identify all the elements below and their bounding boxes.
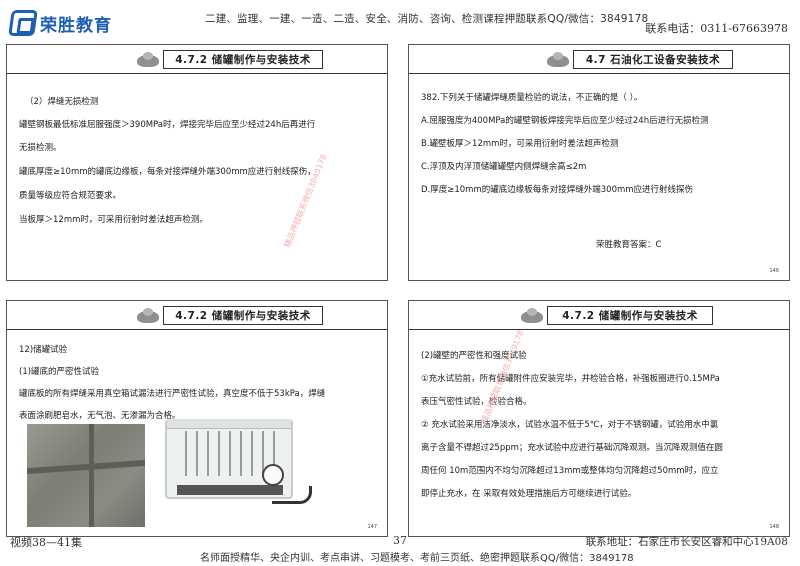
body-line: 质量等级应符合规范要求。 <box>19 191 122 201</box>
tank-bottom-weld-photo <box>27 424 145 527</box>
body-line: 罐底板的所有焊缝采用真空箱试漏法进行严密性试验，真空度不低于53kPa，焊缝 <box>19 389 326 399</box>
slide-top-left: 4.7.2 储罐制作与安装技术 （2）焊缝无损检测 罐壁钢板最低标准屈服强度＞3… <box>6 44 388 281</box>
slide-header: 4.7.2 储罐制作与安装技术 <box>521 306 713 325</box>
option-b: B.罐壁板厚＞12mm时，可采用衍射时差法超声检测 <box>421 139 619 149</box>
footer-address: 联系地址：石家庄市长安区睿和中心19A08 <box>585 536 788 548</box>
body-line: 罐壁钢板最低标准屈服强度＞390MPa时，焊接完毕后应至少经过24h后再进行 <box>19 120 316 130</box>
question-stem: 382.下列关于储罐焊缝质量检验的说法，不正确的是（ ）。 <box>421 93 643 103</box>
slide-title: 4.7.2 储罐制作与安装技术 <box>547 306 713 325</box>
header-phone: 联系电话：0311-67663978 <box>645 22 788 35</box>
slide-header: 4.7.2 储罐制作与安装技术 <box>137 50 323 69</box>
slide-title: 4.7.2 储罐制作与安装技术 <box>163 50 323 69</box>
body-line: 无损检测。 <box>19 143 62 153</box>
rock-icon <box>521 307 543 325</box>
pressure-gauge-icon <box>262 464 284 486</box>
body-line: 当板厚＞12mm时，可采用衍射时差法超声检测。 <box>19 215 208 225</box>
header-divider <box>7 329 387 330</box>
rock-icon <box>547 51 569 69</box>
slide-header: 4.7.2 储罐制作与安装技术 <box>137 306 323 325</box>
body-line: 离子含量不得超过25ppm；充水试验中应进行基础沉降观测。当沉降观测值在圆 <box>421 443 723 453</box>
footer-ad-text: 名师面授精华、央企内训、考点串讲、习题模考、考前三页纸、绝密押题联系QQ/微信：… <box>200 553 634 564</box>
hose-icon <box>272 486 312 504</box>
rock-icon <box>137 307 159 325</box>
slide-top-right: 4.7 石油化工设备安装技术 382.下列关于储罐焊缝质量检验的说法，不正确的是… <box>408 44 790 281</box>
page-number: 148 <box>769 524 779 530</box>
header-divider <box>409 73 789 74</box>
footer-video-range: 视频38—41集 <box>10 536 82 549</box>
header-divider <box>409 329 789 330</box>
body-line: (1)罐底的严密性试验 <box>19 367 100 377</box>
body-line: 12)储罐试验 <box>19 345 68 355</box>
slide-bottom-right: 4.7.2 储罐制作与安装技术 (2)罐壁的严密性和强度试验 ①充水试验前，所有… <box>408 300 790 537</box>
page-number: 146 <box>769 268 779 274</box>
body-line: （2）焊缝无损检测 <box>25 97 99 107</box>
body-line: (2)罐壁的严密性和强度试验 <box>421 351 527 361</box>
body-line: 表压气密性试验，检验合格。 <box>421 397 532 407</box>
logo-text: 荣胜教育 <box>40 15 112 36</box>
body-line: 罐底厚度≥10mm的罐底边缘板，每条对接焊缝外端300mm应进行射线探伤， <box>19 167 316 177</box>
logo: 荣胜教育 <box>8 8 112 38</box>
option-d: D.厚度≥10mm的罐底边缘板每条对接焊缝外端300mm应进行射线探伤 <box>421 185 694 195</box>
answer-text: 荣胜教育答案：C <box>596 240 662 250</box>
slide-title: 4.7 石油化工设备安装技术 <box>573 50 733 69</box>
header-divider <box>7 73 387 74</box>
body-line: 即停止充水，在 采取有效处理措施后方可继续进行试验。 <box>421 489 637 499</box>
body-line: 表面涂刷肥皂水，无气泡、无渗漏为合格。 <box>19 411 181 421</box>
page-number: 147 <box>367 524 377 530</box>
logo-mark-icon <box>8 10 38 36</box>
body-line: ② 充水试验采用洁净淡水，试验水温不低于5℃，对于不锈钢罐，试验用水中氯 <box>421 420 719 430</box>
header-ad-text: 二建、监理、一建、一造、二造、安全、消防、咨询、检测课程押题联系QQ/微信：38… <box>205 13 649 25</box>
rock-icon <box>137 51 159 69</box>
slide-bottom-left: 4.7.2 储罐制作与安装技术 12)储罐试验 (1)罐底的严密性试验 罐底板的… <box>6 300 388 537</box>
body-line: 周任何 10m范围内不均匀沉降超过13mm或整体均匀沉降超过50mm时，应立 <box>421 466 719 476</box>
footer-page-number: 37 <box>393 534 407 547</box>
option-c: C.浮顶及内浮顶储罐罐壁内侧焊缝余高≤2m <box>421 162 587 172</box>
slide-title: 4.7.2 储罐制作与安装技术 <box>163 306 323 325</box>
body-line: ①充水试验前，所有储罐附件应安装完毕，并检验合格，补强板圈进行0.15MPa <box>421 374 720 384</box>
option-a: A.屈服强度为400MPa的罐壁钢板焊接完毕后应至少经过24h后进行无损检测 <box>421 116 709 126</box>
vacuum-box-apparatus-image <box>165 419 293 499</box>
slide-header: 4.7 石油化工设备安装技术 <box>547 50 733 69</box>
